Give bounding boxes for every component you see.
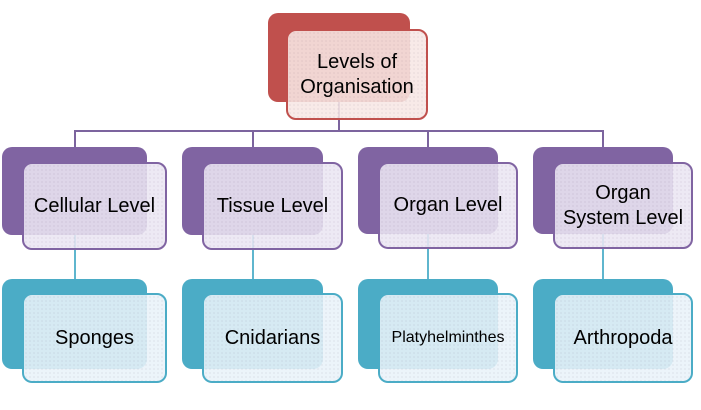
level-node-front-panel: Organ System Level xyxy=(553,162,693,249)
phylum-node-front-panel: Sponges xyxy=(22,293,167,383)
phylum-node-front-panel: Cnidarians xyxy=(202,293,343,383)
phylum-node-label: Sponges xyxy=(55,326,134,349)
level-node-front-panel: Tissue Level xyxy=(202,162,343,250)
connector-drop-tissue xyxy=(252,130,254,152)
connector-drop-organ xyxy=(427,130,429,152)
connector-drop-cellular xyxy=(74,130,76,152)
phylum-node-label: Cnidarians xyxy=(224,326,321,349)
level-node-label: Cellular Level xyxy=(33,194,156,217)
connector-drop-organ-system xyxy=(602,130,604,152)
phylum-node-front-panel: Platyhelminthes xyxy=(378,293,518,383)
level-node-front-panel: Organ Level xyxy=(378,162,518,249)
level-node-front-panel: Cellular Level xyxy=(22,162,167,250)
level-node-label: Organ System Level xyxy=(562,181,684,229)
root-node: Levels of Organisation xyxy=(268,13,429,121)
phylum-node-label: Platyhelminthes xyxy=(391,329,505,346)
phylum-node-front-panel: Arthropoda xyxy=(553,293,693,383)
root-node-front-panel: Levels of Organisation xyxy=(286,29,428,120)
root-node-label: Levels of Organisation xyxy=(300,50,414,98)
connector-rail xyxy=(74,130,604,132)
phylum-node-label: Arthropoda xyxy=(573,326,673,349)
level-node-label: Tissue Level xyxy=(216,194,329,217)
level-node-label: Organ Level xyxy=(393,194,503,216)
